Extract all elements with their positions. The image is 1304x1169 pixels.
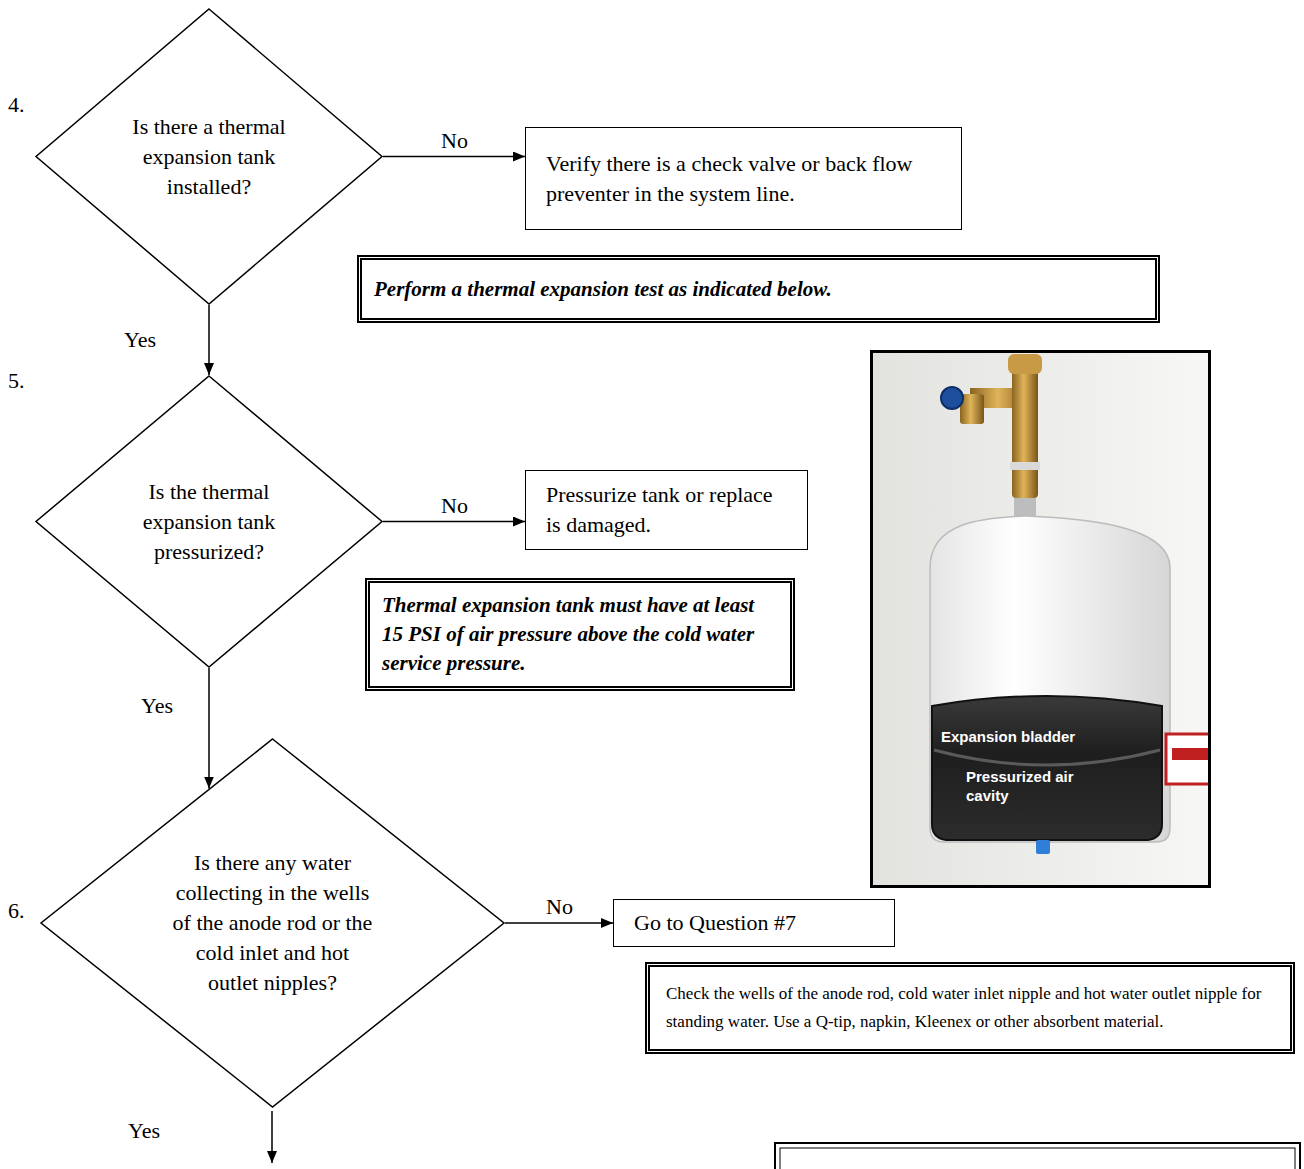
tank-nipple <box>1014 498 1036 518</box>
node-text: Is there a thermal expansion tank instal… <box>129 112 289 202</box>
diamond-text-area: Is the thermal expansion tank pressurize… <box>129 477 289 567</box>
edge-label: No <box>546 894 573 920</box>
node-text: Pressurize tank or replace is damaged. <box>546 480 787 540</box>
node-text: Is there any water collecting in the wel… <box>170 848 375 998</box>
connector-arrow <box>505 922 613 924</box>
callout-number: 6. <box>8 898 25 924</box>
node-text: Check the wells of the anode rod, cold w… <box>666 980 1274 1036</box>
process-box: Pressurize tank or replace is damaged. <box>525 470 808 550</box>
brass-pipe <box>1012 358 1038 498</box>
edge-label: No <box>441 493 468 519</box>
diamond-text-area: Is there any water collecting in the wel… <box>170 848 375 998</box>
cutaway-window <box>932 696 1162 840</box>
note-box: Perform a thermal expansion test as indi… <box>357 255 1160 323</box>
node-text: Thermal expansion tank must have at leas… <box>382 591 778 678</box>
bladder-line <box>934 750 1160 765</box>
decision-diamond: Is the thermal expansion tank pressurize… <box>35 375 383 668</box>
decision-diamond: Is there any water collecting in the wel… <box>40 738 505 1108</box>
callout-number: 5. <box>8 368 25 394</box>
callout-number: Yes <box>128 1118 160 1144</box>
connector-arrow <box>208 305 210 375</box>
edge-label: Yes <box>124 327 156 353</box>
connector-arrow <box>208 668 210 789</box>
brand-logo <box>1172 748 1211 760</box>
partial-box <box>775 1143 1300 1169</box>
pipe-clip <box>1010 462 1040 470</box>
diamond-shape <box>36 9 382 304</box>
edge-label: No <box>441 128 468 154</box>
continue-arrow <box>271 1111 273 1163</box>
edge-label: Yes <box>141 693 173 719</box>
drain-valve <box>1036 840 1050 854</box>
connector-arrow <box>383 156 525 158</box>
node-text: Is the thermal expansion tank pressurize… <box>129 477 289 567</box>
node-text: Go to Question #7 <box>634 908 874 938</box>
photo-label: Expansion bladder <box>941 727 1075 746</box>
node-text: Verify there is a check valve or back fl… <box>546 149 941 209</box>
photo-frame <box>872 352 1210 887</box>
process-box: Verify there is a check valve or back fl… <box>525 127 962 230</box>
note-box: Thermal expansion tank must have at leas… <box>365 578 795 691</box>
decision-diamond: Is there a thermal expansion tank instal… <box>35 8 383 305</box>
photo-ground <box>870 350 1211 888</box>
process-box: Go to Question #7 <box>613 899 895 947</box>
tank-photo <box>870 350 1211 888</box>
partial-box <box>780 1148 1295 1169</box>
brand-logo <box>1166 734 1211 784</box>
node-text: Perform a thermal expansion test as indi… <box>374 275 1143 304</box>
diamond-shape <box>41 739 504 1107</box>
photo-label: Pressurized air cavity <box>966 767 1106 805</box>
note-box: Check the wells of the anode rod, cold w… <box>645 962 1295 1054</box>
pipe-cap <box>1008 354 1042 374</box>
diamond-text-area: Is there a thermal expansion tank instal… <box>129 112 289 202</box>
tank-body <box>930 516 1170 842</box>
connector-arrow <box>383 521 525 523</box>
valve-handle <box>941 387 963 409</box>
diamond-shape <box>36 376 382 667</box>
callout-number: 4. <box>8 92 25 118</box>
